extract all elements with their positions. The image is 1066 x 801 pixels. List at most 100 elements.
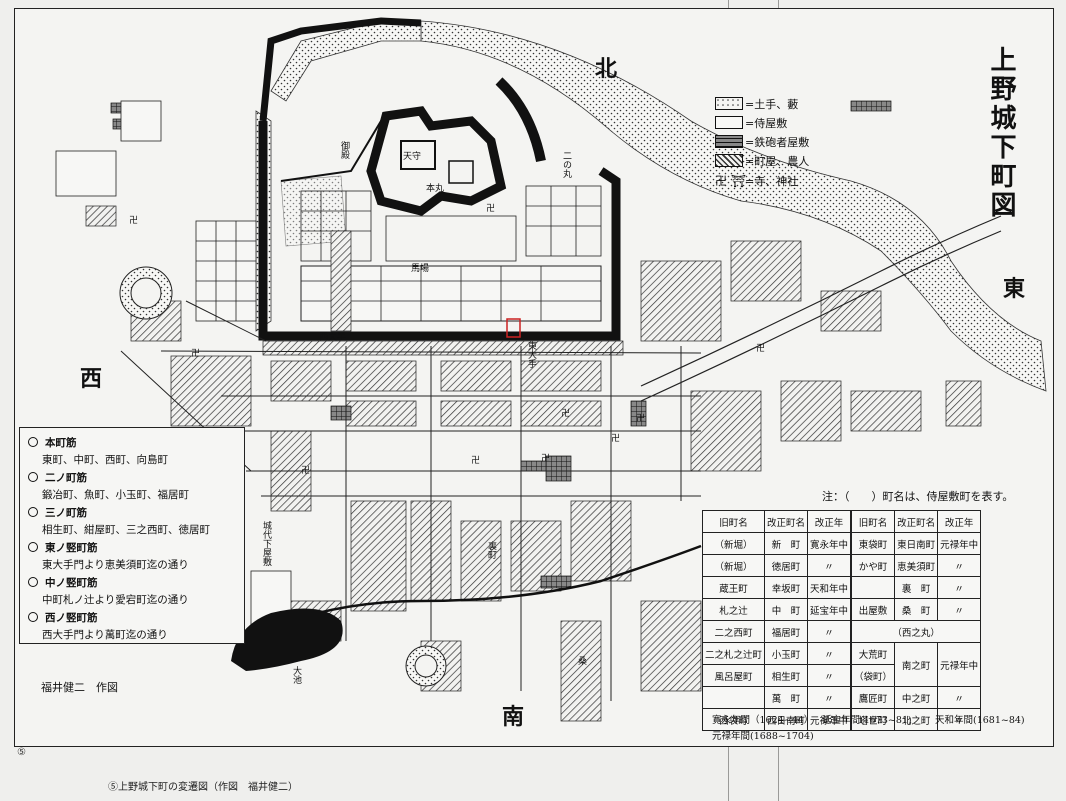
svg-text:卍: 卍 [471, 455, 480, 466]
label-goten: 御殿 [339, 140, 350, 160]
earthwork-bank [420, 20, 1047, 392]
east-road [640, 215, 1002, 387]
table-row: 二之西町福居町〃（西之丸） [701, 620, 982, 643]
compass-east: 東 [1003, 276, 1026, 302]
era-note: 寛永年間（1624~44） [712, 715, 814, 726]
label-josei-yashiki: 城代下屋敷 [261, 521, 272, 567]
column-header: 改正町名 [764, 510, 809, 533]
label-tenshu: 天守 [403, 150, 421, 162]
table-row: 札之辻中 町延宝年中出屋敷桑 町〃 [701, 598, 982, 621]
table-row: 西袋町西日南町元禄年中塔世町北之町〃 [701, 708, 982, 731]
temple-symbols: 卍卍 卍卍 卍卍 卍卍 卍卍 [129, 203, 765, 476]
label-ura: 裏町 [486, 540, 497, 559]
svg-text:卍: 卍 [541, 453, 550, 464]
route-name: 中ノ竪町筋 [28, 575, 98, 590]
map-drawing: 卍卍 卍卍 卍卍 卍卍 卍卍 御殿 馬場 天守 本丸 二の丸 西大手 東大手 城… [55, 17, 1047, 722]
circle-icon [28, 612, 38, 622]
legend-item-gunner: =鉄砲者屋敷 [712, 133, 862, 149]
circle-icon [28, 472, 38, 482]
map-title: 上野城下町図 [986, 46, 1016, 220]
svg-text:卍: 卍 [561, 408, 570, 419]
table-row: （新堀）徳居町〃かや町恵美須町〃 [701, 554, 982, 577]
route-name: 西ノ竪町筋 [28, 610, 98, 625]
castle-outer-wall [258, 121, 621, 341]
svg-text:卍: 卍 [301, 465, 310, 476]
column-header: 改正年 [937, 510, 982, 533]
column-header: 旧町名 [701, 510, 766, 533]
map-frame: 卍卍 卍卍 卍卍 卍卍 卍卍 御殿 馬場 天守 本丸 二の丸 西大手 東大手 城… [14, 8, 1054, 747]
legend-item-samurai: =侍屋敷 [712, 114, 862, 130]
table-note: 注：（ ）町名は、侍屋敷町を表す。 [822, 490, 1014, 503]
column-header: 改正年 [807, 510, 852, 533]
compass-north: 北 [595, 56, 618, 82]
dots-swatch [715, 97, 743, 110]
legend-item-townhouse: =町屋、農人 [712, 152, 862, 168]
route-name: 東ノ竪町筋 [28, 540, 98, 555]
table-row: 二之札之辻町小玉町〃大荒町南之町元禄年中 [701, 642, 982, 687]
gate-marker [506, 318, 521, 338]
big-pond [231, 608, 343, 671]
svg-text:卍: 卍 [191, 348, 200, 359]
author-credit: 福井健二 作図 [41, 681, 118, 694]
townhouse-district [85, 205, 982, 722]
label-pond: 大池 [291, 665, 302, 684]
plain-swatch [715, 116, 743, 129]
figure-number: ⑤ [17, 747, 26, 758]
circle-icon [28, 437, 38, 447]
castle-inner-moat [495, 77, 546, 163]
route-name: 二ノ町筋 [28, 470, 87, 485]
svg-text:卍: 卍 [756, 343, 765, 354]
svg-text:卍: 卍 [611, 433, 620, 444]
samurai-residence-blocks [300, 185, 602, 321]
label-nishi-otemon: 西大手 [319, 331, 346, 343]
circle-icon [28, 577, 38, 587]
label-kuwa: 桑 [576, 656, 587, 666]
town-name-change-table: 旧町名 改正町名 改正年 旧町名 改正町名 改正年 （新堀）新 町寛永年中東袋町… [701, 510, 982, 731]
legend-label: =町屋、農人 [745, 155, 810, 168]
era-note: 天和年間(1681~84) [935, 715, 1025, 726]
label-baba: 馬場 [411, 262, 429, 274]
table-row: 蔵王町幸坂町天和年中裏 町〃 [701, 576, 982, 599]
route-desc: 鍛冶町、魚町、小玉町、福居町 [42, 489, 189, 501]
route-desc: 相生町、紺屋町、三之西町、徳居町 [42, 524, 210, 536]
grid-swatch [715, 135, 743, 148]
circle-icon [28, 542, 38, 552]
tenshu-keep [400, 140, 436, 170]
compass-south: 南 [502, 704, 525, 730]
earthwork-bank [270, 20, 422, 102]
route-desc: 西大手門より萬町迄の通り [42, 629, 168, 641]
svg-text:卍: 卍 [486, 203, 495, 214]
castle-outer-wall [259, 17, 422, 122]
legend-label: =土手、藪 [745, 98, 799, 111]
svg-text:卍: 卍 [129, 215, 138, 226]
temple-shrine-icon: 卍 ⛩ [715, 174, 747, 188]
legend-label: =鉄砲者屋敷 [745, 136, 810, 149]
column-header: 旧町名 [850, 510, 896, 533]
era-note: 元禄年間(1688~1704) [712, 731, 814, 742]
era-note: 延宝年間(1673~81) [822, 715, 912, 726]
label-honmaru: 本丸 [426, 182, 444, 194]
route-desc: 中町札ノ辻より愛宕町迄の通り [42, 594, 189, 606]
circle-icon [28, 507, 38, 517]
table-row: 風呂屋町相生町〃（袋町） [701, 664, 981, 687]
table-row: （新堀）新 町寛永年中東袋町東日南町元禄年中 [701, 532, 982, 555]
label-higashi-otemon: 東大手 [526, 340, 537, 369]
legend-item-temple: 卍 ⛩ =寺、神社 [712, 172, 862, 188]
street-route-list: 本町筋 東町、中町、西町、向島町 二ノ町筋 鍛冶町、魚町、小玉町、福居町 三ノ町… [19, 427, 245, 644]
column-header: 改正町名 [894, 510, 939, 533]
route-name: 本町筋 [28, 435, 77, 450]
street-network [120, 300, 702, 701]
route-desc: 東大手門より恵美須町迄の通り [42, 559, 189, 571]
table-header-row: 旧町名 改正町名 改正年 旧町名 改正町名 改正年 [701, 510, 982, 533]
figure-caption: ⑤上野城下町の変遷図（作図 福井健二） [108, 782, 298, 793]
label-ninomaru: 二の丸 [561, 151, 572, 179]
compass-west: 西 [80, 366, 103, 392]
legend-label: =侍屋敷 [745, 117, 788, 130]
route-desc: 東町、中町、西町、向島町 [42, 454, 168, 466]
legend-item-earthwork: =土手、藪 [712, 95, 862, 111]
svg-text:卍: 卍 [636, 413, 645, 424]
route-name: 三ノ町筋 [28, 505, 87, 520]
table-row: 萬 町〃鷹匠町中之町〃 [701, 686, 982, 709]
hatch-swatch [715, 154, 743, 167]
